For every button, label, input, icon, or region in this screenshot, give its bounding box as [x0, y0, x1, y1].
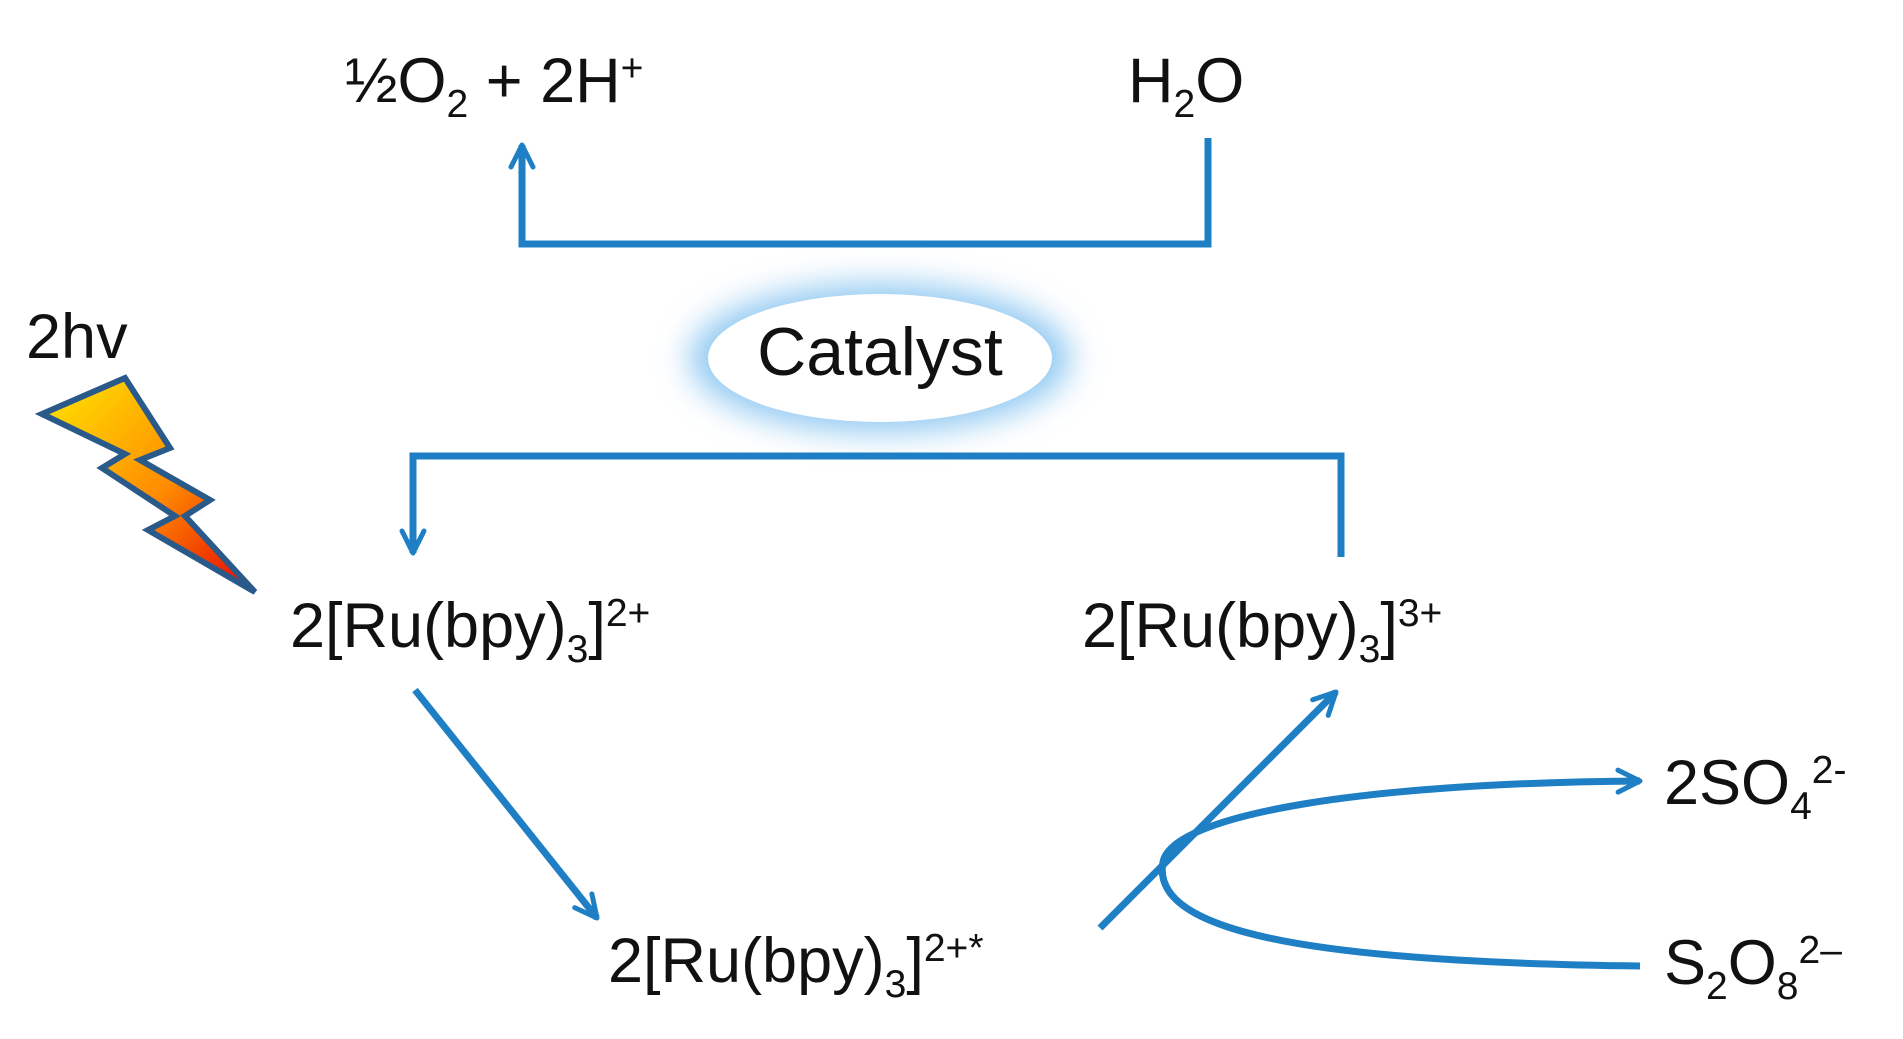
- lightning-bolt-icon: [34, 374, 258, 595]
- quenching-arrow: [1097, 689, 1339, 931]
- persulfate-to-sulfate-arrow: [1158, 767, 1643, 970]
- sulfate-product: 2SO42-: [1664, 748, 1847, 828]
- light-label: 2hv: [26, 302, 128, 372]
- water-oxidation-arrow: [508, 138, 1212, 248]
- ru-excited-state: 2[Ru(bpy)3]2+*: [608, 926, 984, 1006]
- ru-ground-state: 2[Ru(bpy)3]2+: [290, 591, 651, 671]
- water-reactant: H2O: [1128, 46, 1245, 126]
- oxygen-protons-product: ½O2 + 2H+: [345, 46, 644, 126]
- persulfate-reactant: S2O82–: [1664, 928, 1842, 1008]
- ru-oxidized-state: 2[Ru(bpy)3]3+: [1082, 591, 1443, 671]
- excitation-arrow: [412, 687, 600, 921]
- catalyst-label: Catalyst: [757, 314, 1003, 390]
- catalyst-ellipse: [708, 294, 1052, 422]
- catalyst-reduction-arrow: [399, 452, 1345, 557]
